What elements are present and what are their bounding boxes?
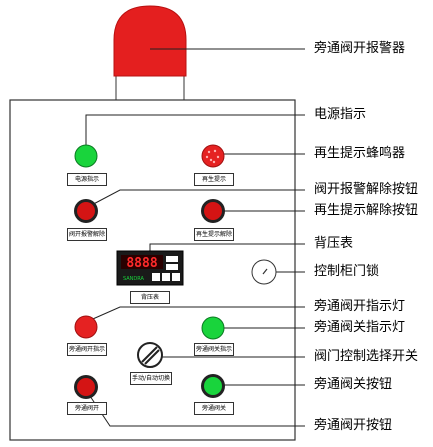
callout-power-indicator: 电源指示 xyxy=(314,107,367,122)
leader-alarm-release xyxy=(85,189,305,209)
alarm-beacon-dome xyxy=(113,5,187,77)
callout-back-pressure-meter: 背压表 xyxy=(314,236,354,251)
bypass-close-indicator-lamp xyxy=(201,316,225,340)
leader-open-ind xyxy=(85,306,305,323)
meter-digits: 8888 xyxy=(126,256,157,271)
meter-brand: SANDRA xyxy=(123,276,145,282)
callout-bypass-open-button: 旁通阀开按钮 xyxy=(314,418,393,433)
bypass-close-button[interactable] xyxy=(204,377,222,395)
callout-alarm: 旁通阀开报警器 xyxy=(314,41,406,56)
plate-power: 电源指示 xyxy=(67,173,107,186)
callout-cabinet-lock: 控制柜门锁 xyxy=(314,264,380,279)
callout-regen-release-button: 再生提示解除按钮 xyxy=(314,203,419,218)
callout-valve-selector-switch: 阀门控制选择开关 xyxy=(314,349,419,364)
plate-regen: 再生提示 xyxy=(194,173,234,186)
alarm-release-button[interactable] xyxy=(77,202,95,220)
callout-bypass-close-indicator: 旁通阀关指示灯 xyxy=(314,320,406,335)
callout-bypass-close-button: 旁通阀关按钮 xyxy=(314,377,393,392)
alarm-beacon xyxy=(113,5,187,101)
plate-regen-release: 再生提示解除 xyxy=(194,228,234,241)
leader-power xyxy=(85,114,305,150)
plate-open-indicator: 旁通阀开指示 xyxy=(67,343,107,356)
plate-close-indicator: 旁通阀关指示 xyxy=(194,343,234,356)
plate-alarm-release: 阀开报警解除 xyxy=(67,228,107,241)
cabinet-lock-keyhole xyxy=(262,268,268,275)
plate-selector: 手动/自动切换 xyxy=(130,372,172,385)
valve-selector-switch[interactable] xyxy=(137,342,163,368)
callout-bypass-open-indicator: 旁通阀开指示灯 xyxy=(314,299,406,314)
regen-release-button[interactable] xyxy=(204,202,222,220)
alarm-beacon-base xyxy=(115,73,185,101)
power-indicator-lamp xyxy=(74,144,98,168)
callout-alarm-release-button: 阀开报警解除按钮 xyxy=(314,182,419,197)
plate-close-button: 旁通阀关 xyxy=(194,402,234,415)
bypass-open-button[interactable] xyxy=(77,378,95,396)
plate-open-button: 旁通阀开 xyxy=(67,402,107,415)
callout-regen-buzzer: 再生提示蜂鸣器 xyxy=(314,146,406,161)
regen-buzzer xyxy=(201,144,225,168)
plate-meter: 背压表 xyxy=(130,291,170,304)
back-pressure-meter: 8888 SANDRA xyxy=(116,250,184,286)
bypass-open-indicator-lamp xyxy=(74,315,98,339)
